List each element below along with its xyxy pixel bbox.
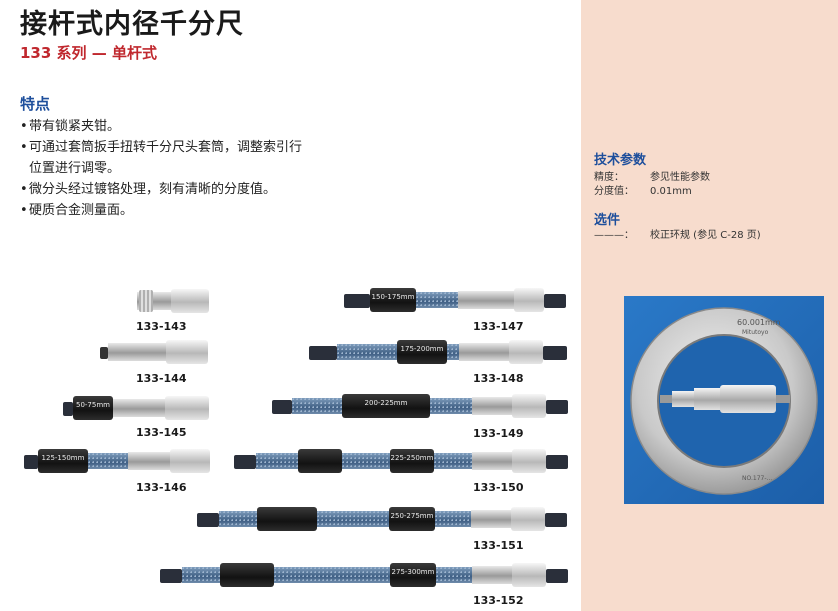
option-row: ———： 校正环规 (参见 C-28 页) xyxy=(594,226,761,241)
ring-gauge-image: 60.001mm Mitutoyo NO.177-... xyxy=(630,307,818,495)
ring-brand-text: Mitutoyo xyxy=(742,329,769,336)
micrometer-133-147: 150-175mm xyxy=(344,280,566,320)
product-code: 133-152 xyxy=(473,594,524,607)
ring-size-text: 60.001mm xyxy=(737,318,781,327)
feature-item: 可通过套筒扳手扭转千分尺头套筒，调整索引行位置进行调零。 xyxy=(20,137,310,179)
features-heading: 特点 xyxy=(20,95,51,113)
collar-range-text: 125-150mm xyxy=(41,454,85,462)
micrometer-133-150: 225-250mm xyxy=(234,441,568,481)
spec-label: 精度： xyxy=(594,172,624,183)
micrometer-133-152: 275-300mm xyxy=(160,555,568,595)
specs-heading: 技术参数 xyxy=(594,153,647,168)
collar-range-text: 200-225mm xyxy=(364,399,408,407)
product-code: 133-146 xyxy=(136,481,187,494)
collar-range-text: 50-75mm xyxy=(76,401,110,409)
features-list: 带有锁紧夹钳。 可通过套筒扳手扭转千分尺头套筒，调整索引行位置进行调零。 微分头… xyxy=(20,116,310,221)
product-code: 133-149 xyxy=(473,427,524,440)
option-label: ———： xyxy=(594,230,634,241)
ring-gauge-photo: 60.001mm Mitutoyo NO.177-... xyxy=(624,296,824,504)
product-code: 133-145 xyxy=(136,426,187,439)
product-code: 133-147 xyxy=(473,320,524,333)
feature-item: 微分头经过镀铬处理，刻有清晰的分度值。 xyxy=(20,179,310,200)
option-value: 校正环规 (参见 C-28 页) xyxy=(650,230,761,241)
feature-item: 硬质合金测量面。 xyxy=(20,200,310,221)
collar-range-text: 225-250mm xyxy=(390,454,434,462)
micrometer-133-151: 250-275mm xyxy=(197,499,567,539)
spec-value: 参见性能参数 xyxy=(650,172,710,183)
spec-row-accuracy: 精度： 参见性能参数 xyxy=(594,168,710,183)
micrometer-133-148: 175-200mm xyxy=(309,332,567,372)
micrometer-133-144 xyxy=(100,332,212,372)
series-subtitle: 133 系列 — 单杆式 xyxy=(20,44,157,62)
collar-range-text: 275-300mm xyxy=(391,568,435,576)
collar-range-text: 250-275mm xyxy=(390,512,434,520)
micrometer-133-143 xyxy=(133,281,213,321)
product-code: 133-144 xyxy=(136,372,187,385)
spec-row-graduation: 分度值： 0.01mm xyxy=(594,182,692,197)
product-code: 133-143 xyxy=(136,320,187,333)
product-code: 133-150 xyxy=(473,481,524,494)
collar-range-text: 175-200mm xyxy=(400,345,444,353)
spec-value: 0.01mm xyxy=(650,186,692,197)
micrometer-133-145: 50-75mm xyxy=(63,388,213,428)
product-code: 133-148 xyxy=(473,372,524,385)
collar-range-text: 150-175mm xyxy=(371,293,415,301)
product-code: 133-151 xyxy=(473,539,524,552)
page-title: 接杆式内径千分尺 xyxy=(20,9,244,40)
options-heading: 选件 xyxy=(594,213,621,228)
ring-code-text: NO.177-... xyxy=(742,475,772,482)
micrometer-133-149: 200-225mm xyxy=(272,386,568,426)
feature-item: 带有锁紧夹钳。 xyxy=(20,116,310,137)
micrometer-133-146: 125-150mm xyxy=(24,441,214,481)
spec-label: 分度值： xyxy=(594,186,634,197)
